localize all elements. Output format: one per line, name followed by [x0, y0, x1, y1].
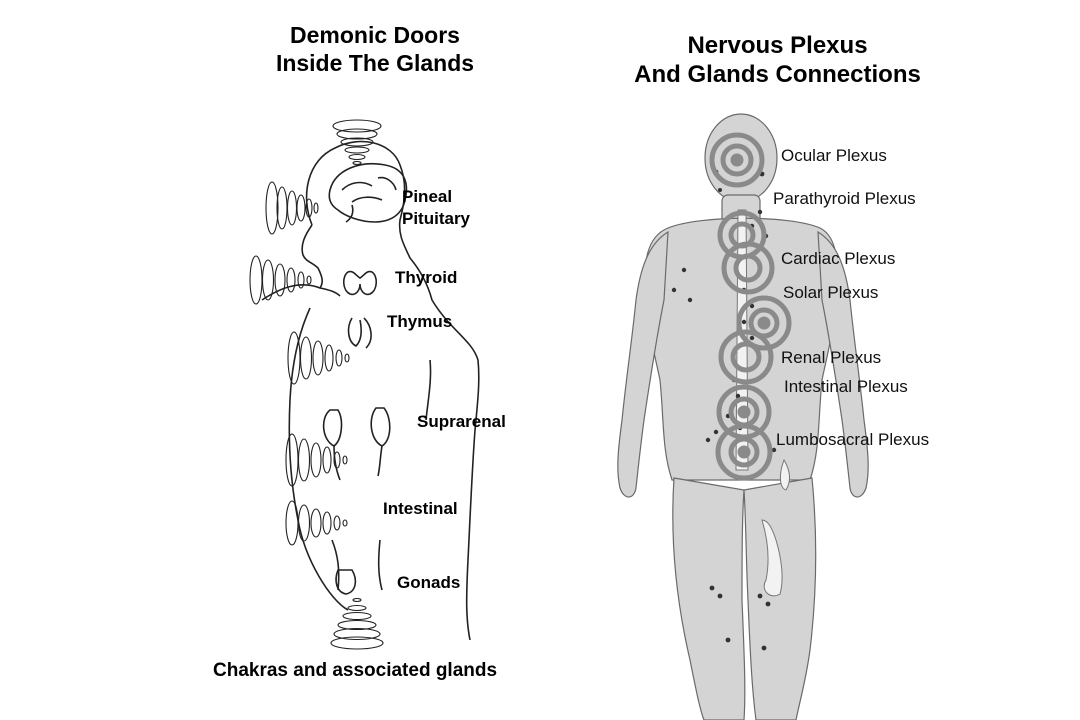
ocular-target: [709, 132, 765, 188]
solar-target: [736, 295, 792, 351]
heart-vortex: [287, 331, 350, 385]
left-chakra-vortices: [249, 119, 384, 650]
left-panel-caption: Chakras and associated glands: [213, 660, 498, 681]
plexus-label-parathyroid: Parathyroid Plexus: [773, 189, 916, 208]
throat-vortex: [249, 255, 312, 305]
gland-label-suprarenal: Suprarenal: [417, 412, 506, 431]
gland-label-intestinal: Intestinal: [383, 499, 458, 518]
sacral-vortex: [285, 500, 348, 546]
plexus-targets: [709, 132, 792, 481]
plexus-label-ocular: Ocular Plexus: [781, 146, 887, 165]
gland-label-thymus: Thymus: [387, 312, 453, 331]
crown-vortex: [332, 119, 382, 166]
left-panel-title: Demonic Doors Inside The Glands: [245, 22, 505, 77]
gland-label-gonads: Gonads: [397, 573, 461, 592]
gland-label-pineal: Pineal: [402, 187, 453, 206]
left-title-line-2: Inside The Glands: [275, 49, 475, 76]
right-panel-title: Nervous Plexus And Glands Connections: [600, 32, 955, 90]
plexus-label-lumbosacral: Lumbosacral Plexus: [776, 430, 930, 449]
cardiac-target: [721, 241, 775, 295]
right-title-line-2: And Glands Connections: [634, 60, 921, 88]
gland-label-pituitary: Pituitary: [402, 209, 471, 228]
root-vortex: [330, 597, 384, 650]
plexus-label-renal: Renal Plexus: [781, 348, 882, 367]
right-title-line-1: Nervous Plexus: [687, 32, 868, 59]
solar-vortex: [285, 433, 348, 487]
plexus-label-cardiac: Cardiac Plexus: [781, 249, 896, 268]
brow-vortex: [265, 181, 319, 235]
plexus-label-solar: Solar Plexus: [783, 283, 879, 302]
gland-label-thyroid: Thyroid: [395, 268, 458, 287]
lumbosacral-target: [715, 423, 773, 481]
plexus-label-intestinal: Intestinal Plexus: [784, 377, 908, 396]
left-body-outline: [261, 140, 480, 641]
renal-target: [718, 329, 774, 385]
left-title-line-1: Demonic Doors: [290, 22, 460, 48]
